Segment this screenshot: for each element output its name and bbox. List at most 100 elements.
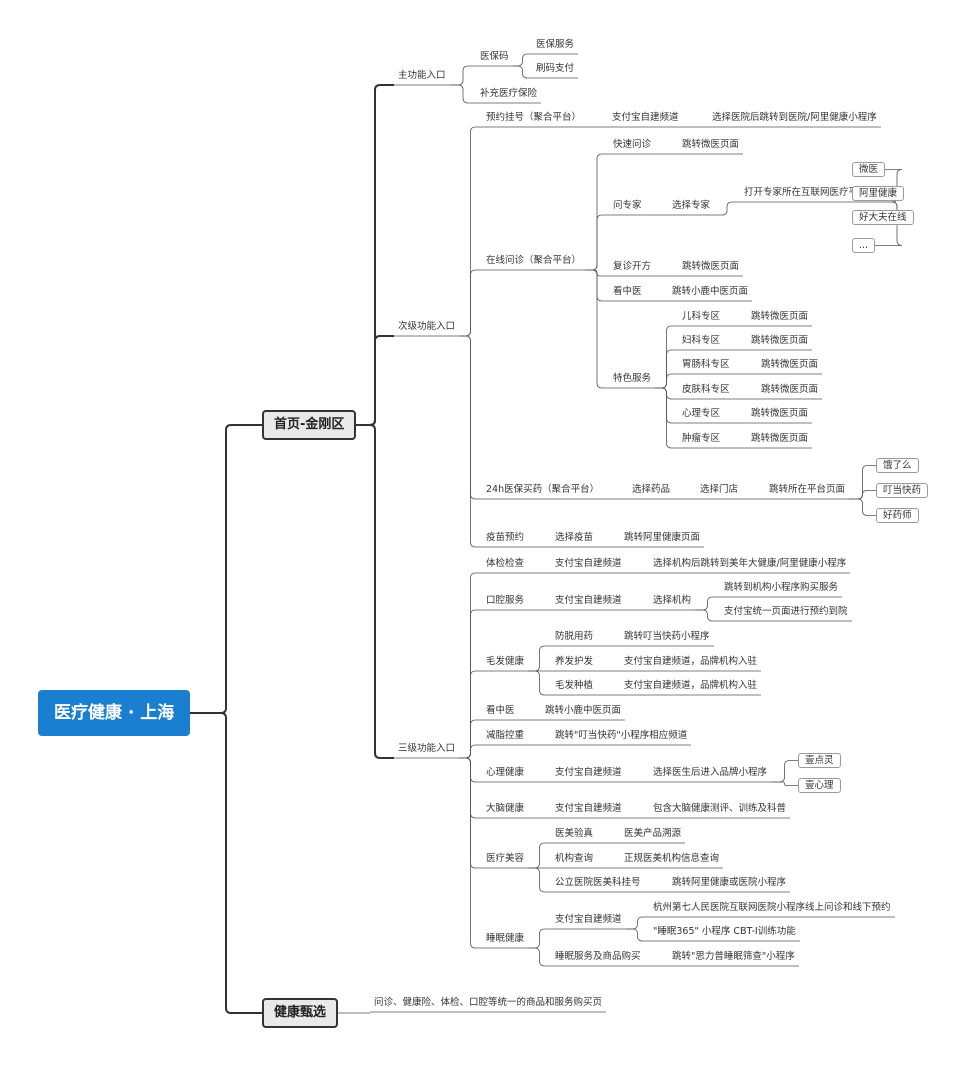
node-ck1: 支付宝自建频道 bbox=[555, 558, 622, 569]
edge-ph3-hys bbox=[849, 498, 876, 516]
edge-ae_-ae3_ bbox=[528, 867, 551, 893]
node-sp6: 肿瘤专区 bbox=[682, 433, 721, 444]
node-hr2a: 支付宝自建频道，品牌机构入驻 bbox=[624, 656, 758, 667]
node-tcm1: 跳转小鹿中医页面 bbox=[672, 286, 749, 297]
node-mh1: 支付宝自建频道 bbox=[555, 767, 622, 778]
node-sp4a: 跳转微医页面 bbox=[761, 384, 819, 395]
node-sl2a: 跳转"思力普睡眠筛查"小程序 bbox=[672, 951, 795, 962]
node-sp5a: 跳转微医页面 bbox=[751, 408, 809, 419]
node-hdf: 好大夫在线 bbox=[852, 210, 914, 225]
node-mh: 心理健康 bbox=[486, 767, 525, 778]
node-sel1: 问诊、健康险、体检、口腔等统一的商品和服务购买页 bbox=[374, 997, 603, 1008]
node-supp: 补充医疗保险 bbox=[480, 88, 538, 99]
node-appt1: 支付宝自建频道 bbox=[612, 112, 679, 123]
node-ck2: 选择机构后跳转到美年大健康/阿里健康小程序 bbox=[653, 558, 847, 569]
node-hr3: 毛发种植 bbox=[555, 680, 594, 691]
node-appt2: 选择医院后跳转到医院/阿里健康小程序 bbox=[712, 112, 877, 123]
node-sl1b: "睡眠365" 小程序 CBT-I训练功能 bbox=[653, 926, 796, 937]
edge-sl-sl2 bbox=[528, 947, 551, 967]
node-sp2: 妇科专区 bbox=[682, 335, 721, 346]
node-lv2: 次级功能入口 bbox=[398, 321, 456, 332]
node-home[interactable]: 首页-金刚区 bbox=[262, 410, 357, 440]
edge-lv3-sl bbox=[459, 757, 482, 949]
node-br1: 支付宝自建频道 bbox=[555, 803, 622, 814]
node-sp3a: 跳转微医页面 bbox=[761, 359, 819, 370]
node-wt1: 跳转"叮当快药"小程序相应频道 bbox=[555, 730, 688, 741]
node-hr3a: 支付宝自建频道，品牌机构入驻 bbox=[624, 680, 758, 691]
node-qc1: 跳转微医页面 bbox=[682, 139, 740, 150]
node-hr: 毛发健康 bbox=[486, 656, 525, 667]
node-hr1a: 跳转叮当快药小程序 bbox=[624, 631, 710, 642]
node-sl2: 睡眠服务及商品购买 bbox=[555, 951, 641, 962]
edge-ph3-ddk bbox=[849, 490, 876, 500]
node-mh4: 壹心理 bbox=[798, 778, 841, 793]
node-tcm: 看中医 bbox=[613, 286, 642, 297]
edge-mh2-mh3 bbox=[771, 760, 798, 783]
edge-sl1-sl1a bbox=[626, 916, 649, 930]
node-mic: 医保码 bbox=[480, 51, 509, 62]
node-hys: 好药师 bbox=[876, 508, 919, 523]
node-lv1: 主功能入口 bbox=[398, 70, 446, 81]
node-select[interactable]: 健康甄选 bbox=[262, 998, 339, 1028]
node-ele: 饿了么 bbox=[876, 458, 919, 473]
edge-dt2-dt4 bbox=[695, 609, 720, 622]
node-dt3: 跳转到机构小程序购买服务 bbox=[724, 582, 839, 593]
edge-sl1-sl1b bbox=[626, 928, 649, 942]
node-br: 大脑健康 bbox=[486, 803, 525, 814]
node-ae2a-: 正规医美机构信息查询 bbox=[624, 853, 720, 864]
node-ph1: 选择药品 bbox=[632, 484, 671, 495]
edge-hr-hr1 bbox=[528, 645, 551, 672]
node-lv3: 三级功能入口 bbox=[398, 743, 456, 754]
edge-root-home bbox=[190, 424, 262, 714]
edge-mh2-mh4 bbox=[771, 781, 798, 786]
node-sp1: 儿科专区 bbox=[682, 311, 721, 322]
node-ae3-: 公立医院医美科挂号 bbox=[555, 877, 641, 888]
node-sp: 特色服务 bbox=[613, 373, 652, 384]
node-dt2: 选择机构 bbox=[653, 595, 692, 606]
edge-lv2-vac bbox=[459, 335, 482, 548]
node-dt4: 支付宝统一页面进行预约到院 bbox=[724, 606, 848, 617]
edge-dt2-dt3 bbox=[695, 596, 720, 611]
node-ell: ... bbox=[852, 238, 876, 253]
edge-hr-hr3 bbox=[528, 670, 551, 696]
node-mh2: 选择医生后进入品牌小程序 bbox=[653, 767, 768, 778]
node-sp3: 胃肠科专区 bbox=[682, 359, 730, 370]
node-sp4: 皮肤科专区 bbox=[682, 384, 730, 395]
node-vac2: 跳转阿里健康页面 bbox=[624, 532, 701, 543]
edge-lv3-wt bbox=[459, 744, 482, 759]
node-appt: 预约挂号（聚合平台） bbox=[486, 112, 582, 123]
edge-sp-sp6 bbox=[655, 387, 678, 449]
node-root[interactable]: 医疗健康 · 上海 bbox=[38, 690, 191, 736]
edge-ae1-ae2a bbox=[714, 201, 740, 216]
node-mic2: 刷码支付 bbox=[536, 63, 575, 74]
edge-home-lv3 bbox=[356, 424, 394, 759]
node-vac1: 选择疫苗 bbox=[555, 532, 594, 543]
edge-mic-mic1 bbox=[513, 53, 532, 67]
node-sp1a: 跳转微医页面 bbox=[751, 311, 809, 322]
node-ae2a: 打开专家所在互联网医疗平台页面 bbox=[744, 187, 887, 198]
edge-home-lv2 bbox=[356, 335, 394, 426]
node-alh: 阿里健康 bbox=[852, 186, 905, 201]
edge-oc-ae bbox=[585, 214, 609, 271]
edge-ae_-ae1_ bbox=[528, 842, 551, 869]
node-hr2: 养发护发 bbox=[555, 656, 594, 667]
node-ae-: 医疗美容 bbox=[486, 853, 525, 864]
node-ae: 问专家 bbox=[613, 200, 642, 211]
node-qc: 快速问诊 bbox=[613, 139, 652, 150]
edge-root-select bbox=[190, 712, 262, 1014]
node-tcm2a: 跳转小鹿中医页面 bbox=[545, 705, 622, 716]
node-sp6a: 跳转微医页面 bbox=[751, 433, 809, 444]
node-wy: 微医 bbox=[852, 162, 886, 177]
node-ddk: 叮当快药 bbox=[876, 483, 929, 498]
edge-lv1-supp bbox=[450, 84, 476, 104]
node-wt: 减脂控重 bbox=[486, 730, 525, 741]
node-ae3a: 跳转阿里健康或医院小程序 bbox=[672, 877, 787, 888]
node-ae1a: 医美产品溯源 bbox=[624, 828, 682, 839]
node-br2: 包含大脑健康测评、训练及科普 bbox=[653, 803, 787, 814]
edge-sp-sp3 bbox=[655, 373, 678, 389]
edge-mic-mic2 bbox=[513, 65, 532, 79]
node-sp5: 心理专区 bbox=[682, 408, 721, 419]
edge-sl-sl1 bbox=[528, 928, 551, 949]
node-sl1a: 杭州第七人民医院互联网医院小程序线上问诊和线下预约 bbox=[653, 902, 891, 913]
